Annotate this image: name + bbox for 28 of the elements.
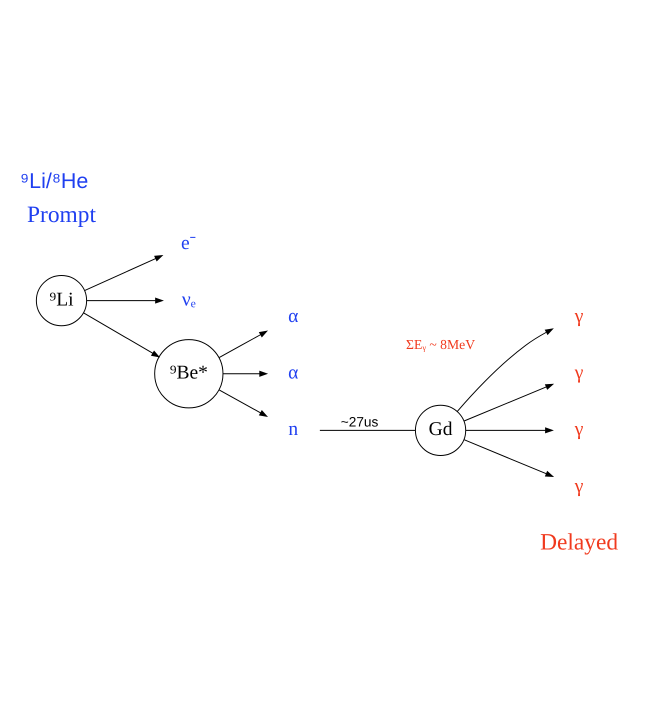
arrow bbox=[465, 427, 554, 434]
arrow bbox=[82, 312, 160, 358]
diagram-title: ⁹Li/⁸He bbox=[20, 168, 88, 193]
node-text: α bbox=[288, 306, 298, 328]
arrow bbox=[456, 328, 554, 412]
label: Delayed bbox=[540, 530, 618, 556]
arrow bbox=[84, 255, 164, 292]
edge-label: ~27us bbox=[340, 414, 378, 430]
node-text: α bbox=[288, 362, 298, 384]
node-text: γ bbox=[574, 362, 584, 384]
node-text: γ bbox=[574, 476, 584, 497]
arrow bbox=[222, 370, 268, 377]
arrow bbox=[464, 384, 554, 422]
node-text: γ bbox=[574, 419, 584, 440]
label: ΣEᵧ ~ 8MeV bbox=[406, 337, 476, 352]
node-circle: ⁹Be* bbox=[154, 339, 224, 408]
arrow bbox=[86, 298, 164, 304]
node-circle: Gd bbox=[414, 404, 466, 456]
arrow bbox=[218, 389, 268, 417]
node-text: νₑ bbox=[182, 289, 196, 310]
label: Prompt bbox=[27, 202, 96, 228]
node-text: γ bbox=[574, 306, 584, 328]
connector bbox=[319, 430, 416, 431]
arrow bbox=[218, 330, 268, 358]
node-circle: ⁹Li bbox=[36, 274, 88, 326]
node-text: n bbox=[288, 419, 298, 440]
node-text: e⁻ bbox=[180, 232, 197, 254]
arrow bbox=[464, 439, 554, 477]
